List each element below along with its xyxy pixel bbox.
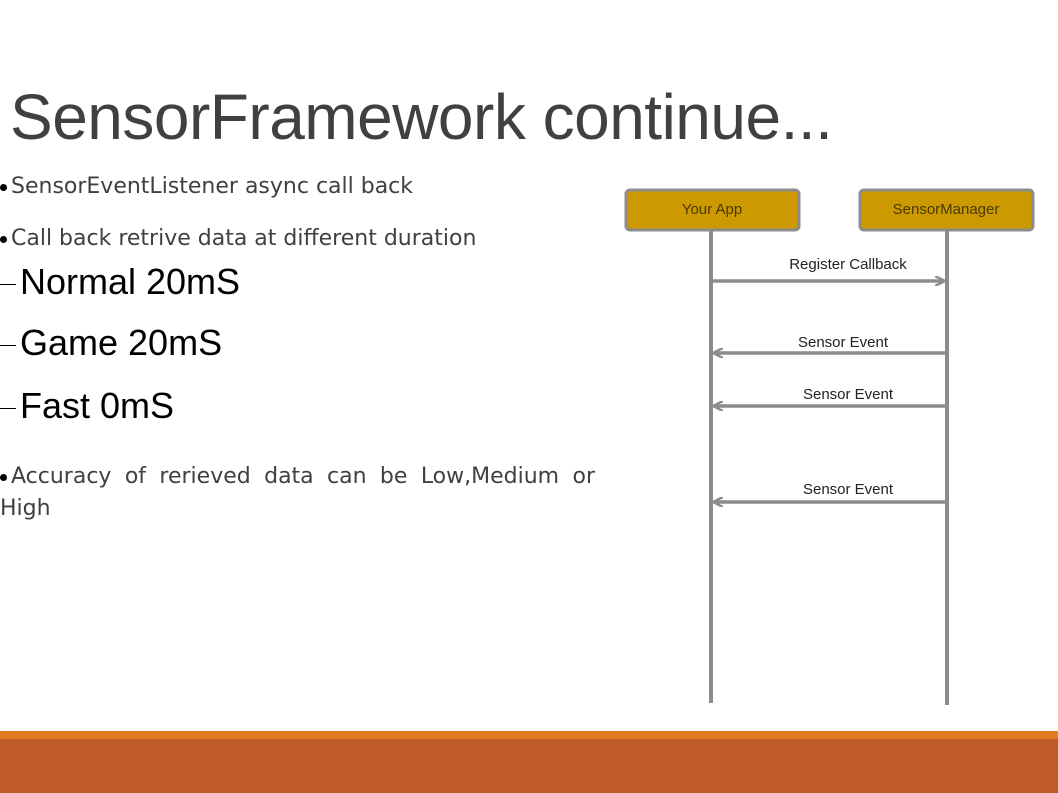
bullet-item: Call back retrive data at different dura… <box>0 223 476 255</box>
bullet-text: Accuracy of rerieved data can be Low,Med… <box>0 464 595 521</box>
message-label: Sensor Event <box>803 481 894 498</box>
footer-stripe <box>0 731 1058 739</box>
bullet-text: SensorEventListener async call back <box>11 174 414 199</box>
message-sensor-event-2: Sensor Event <box>715 386 945 406</box>
participant-label: Your App <box>682 201 742 218</box>
message-sensor-event-1: Sensor Event <box>715 334 945 353</box>
participant-label: SensorManager <box>893 201 1000 218</box>
dash-icon <box>0 407 16 409</box>
participant-your-app: Your App <box>624 188 801 232</box>
dash-icon <box>0 283 16 285</box>
bullet-dot-icon <box>0 473 7 481</box>
message-label: Sensor Event <box>803 386 894 403</box>
sub-item: Normal 20mS <box>0 261 240 303</box>
bullet-text: Call back retrive data at different dura… <box>11 226 477 251</box>
footer-bar <box>0 739 1058 793</box>
sub-item-text: Game 20mS <box>20 322 223 363</box>
sub-item-text: Fast 0mS <box>20 385 175 426</box>
bullet-item: Accuracy of rerieved data can be Low,Med… <box>0 461 595 525</box>
bullet-dot-icon <box>0 183 7 191</box>
message-label: Register Callback <box>789 256 907 273</box>
sub-item: Fast 0mS <box>0 385 174 427</box>
bullet-item: SensorEventListener async call back <box>0 171 413 203</box>
participant-sensor-manager: SensorManager <box>858 188 1035 232</box>
dash-icon <box>0 344 16 346</box>
bullet-dot-icon <box>0 235 7 243</box>
message-sensor-event-3: Sensor Event <box>715 481 945 502</box>
sub-item-text: Normal 20mS <box>20 261 241 302</box>
message-label: Sensor Event <box>798 334 889 351</box>
sub-item: Game 20mS <box>0 322 222 364</box>
message-register-callback: Register Callback <box>713 256 943 281</box>
slide-title: SensorFramework continue... <box>10 81 833 153</box>
